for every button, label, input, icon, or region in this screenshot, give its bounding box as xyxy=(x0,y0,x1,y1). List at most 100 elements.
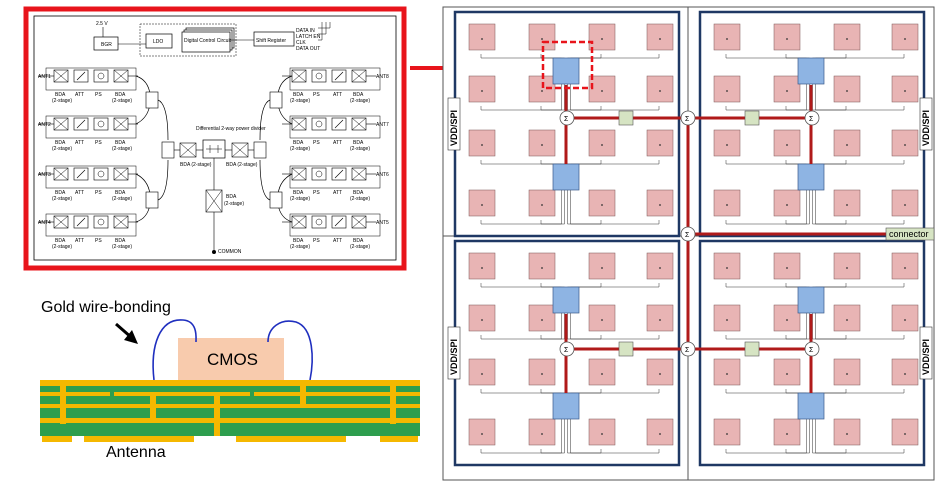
rf-block-label: BDA xyxy=(115,190,126,196)
summing-node xyxy=(804,110,820,126)
summing-node xyxy=(804,341,820,357)
antenna-element xyxy=(713,304,741,332)
antenna-element xyxy=(528,358,556,386)
rf-block-label: BDA xyxy=(55,140,66,146)
clk-label: CLK xyxy=(296,40,306,46)
supply-voltage-label: 2.5 V xyxy=(96,21,108,27)
port-label: ANT1 xyxy=(38,74,51,80)
combiner-block xyxy=(618,341,634,357)
connector-box xyxy=(885,227,935,241)
stage-label: (2-stage) xyxy=(350,146,370,152)
port-label: ANT2 xyxy=(38,122,51,128)
subarray-quadrant-4: VDD/SPI xyxy=(698,239,933,467)
antenna-element xyxy=(773,189,801,217)
port-label: ANT3 xyxy=(38,172,51,178)
summing-node xyxy=(680,341,696,357)
power-divider-label: Differential 2-way power divider xyxy=(196,126,266,132)
summing-node xyxy=(680,110,696,126)
antenna-element xyxy=(833,358,861,386)
antenna-element xyxy=(713,252,741,280)
vdd-spi-box xyxy=(919,326,933,380)
rf-block-label: BDA xyxy=(293,238,304,244)
antenna-element xyxy=(891,23,919,51)
rf-block-label: PS xyxy=(95,238,102,244)
antenna-element xyxy=(646,418,674,446)
stage-label: (2-stage) xyxy=(290,244,310,250)
rf-block-label: ATT xyxy=(75,238,84,244)
antenna-patch-2 xyxy=(84,436,194,442)
summing-symbol: Σ xyxy=(809,347,814,354)
beamformer-chip xyxy=(797,163,825,191)
antenna-element xyxy=(833,418,861,446)
stage-label: (2-stage) xyxy=(350,244,370,250)
antenna-element xyxy=(773,358,801,386)
center-bda-left: BDA (2-stage) xyxy=(179,142,212,168)
combiner-block xyxy=(618,110,634,126)
rf-block-label: BDA xyxy=(55,238,66,244)
antenna-element xyxy=(833,304,861,332)
antenna-element xyxy=(773,75,801,103)
wire-bond-label: Gold wire-bonding xyxy=(41,299,171,316)
svg-text:BDA: BDA xyxy=(226,194,237,200)
antenna-element xyxy=(468,418,496,446)
rf-block-label: BDA xyxy=(353,92,364,98)
vdd-spi-label: VDD/SPI xyxy=(921,339,931,375)
stage-label: (2-stage) xyxy=(350,196,370,202)
vdd-spi-box xyxy=(447,97,461,151)
antenna-element xyxy=(646,75,674,103)
antenna-element xyxy=(528,304,556,332)
beamformer-chip xyxy=(552,163,580,191)
vdd-spi-box xyxy=(447,326,461,380)
stage-label: (2-stage) xyxy=(290,146,310,152)
subarray-quadrant-2: VDD/SPI xyxy=(698,10,933,238)
stage-label: (2-stage) xyxy=(112,98,132,104)
rf-block xyxy=(93,215,109,229)
antenna-element xyxy=(713,23,741,51)
rf-block-label: ATT xyxy=(75,140,84,146)
data-out-label: DATA OUT xyxy=(296,46,320,52)
antenna-element xyxy=(713,418,741,446)
ldo-label: LDO xyxy=(153,39,163,45)
rf-block-label: BDA xyxy=(55,92,66,98)
antenna-element xyxy=(833,129,861,157)
shift-register-block xyxy=(253,31,295,47)
port-label: ANT7 xyxy=(376,122,389,128)
rf-block-label: PS xyxy=(95,140,102,146)
rf-block-label: PS xyxy=(313,92,320,98)
antenna-element xyxy=(773,418,801,446)
antenna-element xyxy=(588,23,616,51)
antenna-element xyxy=(891,75,919,103)
stage-label: (2-stage) xyxy=(112,244,132,250)
beamformer-chip xyxy=(797,286,825,314)
bond-wire-left xyxy=(152,319,197,381)
antenna-element xyxy=(646,252,674,280)
cmos-label: CMOS xyxy=(207,350,258,369)
data-in-label: DATA IN xyxy=(296,28,315,34)
rf-block-label: BDA xyxy=(353,190,364,196)
digital-control-block xyxy=(181,31,231,53)
antenna-element xyxy=(773,23,801,51)
antenna-element xyxy=(646,189,674,217)
subarray-quadrant-3: VDD/SPI xyxy=(447,239,681,467)
antenna-patch-1 xyxy=(42,436,72,442)
rf-block-label: PS xyxy=(313,238,320,244)
antenna-element xyxy=(468,358,496,386)
antenna-element xyxy=(528,418,556,446)
rf-block-label: ATT xyxy=(333,238,342,244)
antenna-element xyxy=(891,358,919,386)
rf-block xyxy=(311,215,327,229)
rf-block-label: BDA xyxy=(293,190,304,196)
subarray-quadrant-1: VDD/SPI xyxy=(447,10,681,238)
antenna-element xyxy=(891,304,919,332)
common-label: COMMON xyxy=(218,249,242,255)
antenna-element xyxy=(891,189,919,217)
antenna-element xyxy=(588,304,616,332)
rf-block-label: PS xyxy=(95,92,102,98)
stage-label: (2-stage) xyxy=(290,196,310,202)
antenna-element xyxy=(588,358,616,386)
